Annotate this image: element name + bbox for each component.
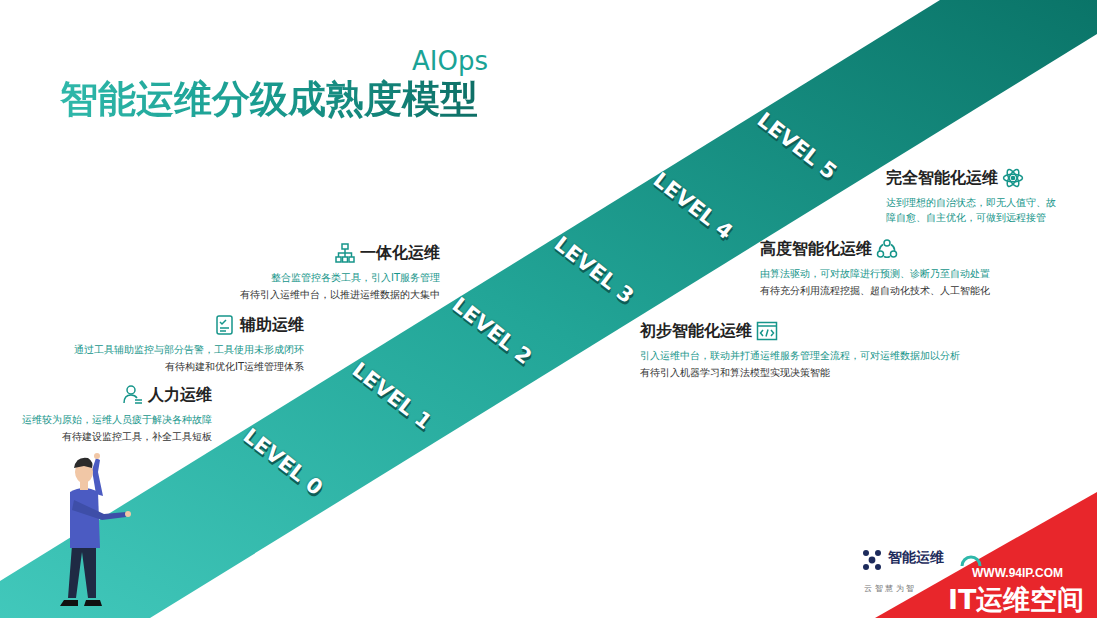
level-heading: 初步智能化运维: [640, 321, 752, 341]
level-block: 高度智能化运维由算法驱动，可对故障进行预测、诊断乃至自动处置有待充分利用流程挖掘…: [760, 238, 990, 298]
atom-icon: [1002, 167, 1024, 189]
logo-arc: [962, 557, 980, 566]
level-description: 有待充分利用流程挖掘、超自动化技术、人工智能化: [760, 283, 990, 298]
heading-row: 高度智能化运维: [760, 238, 990, 260]
tree-icon: [334, 242, 356, 264]
heading-row: 完全智能化运维: [886, 167, 1058, 189]
cycle-icon: [876, 238, 898, 260]
heading-row: 一体化运维: [240, 242, 440, 264]
level-description: 达到理想的自治状态，即无人值守、故障自愈、自主优化，可做到远程接管: [886, 195, 1058, 225]
logo-icon: [863, 550, 881, 570]
level-description: 有待构建和优化IT运维管理体系: [74, 359, 304, 374]
level-block: 辅助运维通过工具辅助监控与部分告警，工具使用未形成闭环有待构建和优化IT运维管理…: [74, 314, 304, 374]
level-description: 有待引入运维中台，以推进运维数据的大集中: [240, 287, 440, 302]
level-block: 人力运维运维较为原始，运维人员疲于解决各种故障有待建设监控工具，补全工具短板: [22, 384, 212, 444]
level-description: 整合监管控各类工具，引入IT服务管理: [240, 270, 440, 285]
level-block: 完全智能化运维达到理想的自治状态，即无人值守、故障自愈、自主优化，可做到远程接管: [886, 167, 1058, 225]
diagram-title: 智能运维分级成熟度模型: [60, 74, 478, 125]
level-heading: 高度智能化运维: [760, 239, 872, 259]
level-heading: 人力运维: [148, 385, 212, 405]
level-heading: 辅助运维: [240, 315, 304, 335]
level-description: 引入运维中台，联动并打通运维服务管理全流程，可对运维数据加以分析: [640, 348, 960, 363]
heading-row: 初步智能化运维: [640, 320, 960, 342]
level-block: 初步智能化运维引入运维中台，联动并打通运维服务管理全流程，可对运维数据加以分析有…: [640, 320, 960, 380]
level-heading: 完全智能化运维: [886, 168, 998, 188]
watermark-url: WWW.94IP.COM: [972, 566, 1063, 580]
level-description: 有待建设监控工具，补全工具短板: [22, 429, 212, 444]
level-description: 通过工具辅助监控与部分告警，工具使用未形成闭环: [74, 342, 304, 357]
doc-icon: [214, 314, 236, 336]
level-description: 有待引入机器学习和算法模型实现决策智能: [640, 365, 960, 380]
corner-ribbon: [875, 492, 1097, 618]
level-description: 由算法驱动，可对故障进行预测、诊断乃至自动处置: [760, 266, 990, 281]
person-icon: [122, 384, 144, 406]
watermark-text: IT运维空间: [948, 582, 1084, 618]
level-heading: 一体化运维: [360, 243, 440, 263]
code-icon: [756, 320, 778, 342]
logo-slogan: 云 智 慧 为 智: [864, 583, 914, 594]
logo-text: 智能运维: [888, 549, 944, 567]
level-block: 一体化运维整合监管控各类工具，引入IT服务管理有待引入运维中台，以推进运维数据的…: [240, 242, 440, 302]
person-figure: [60, 453, 131, 606]
heading-row: 人力运维: [22, 384, 212, 406]
level-description: 运维较为原始，运维人员疲于解决各种故障: [22, 412, 212, 427]
subtitle-tag: AIOps: [412, 46, 488, 76]
heading-row: 辅助运维: [74, 314, 304, 336]
